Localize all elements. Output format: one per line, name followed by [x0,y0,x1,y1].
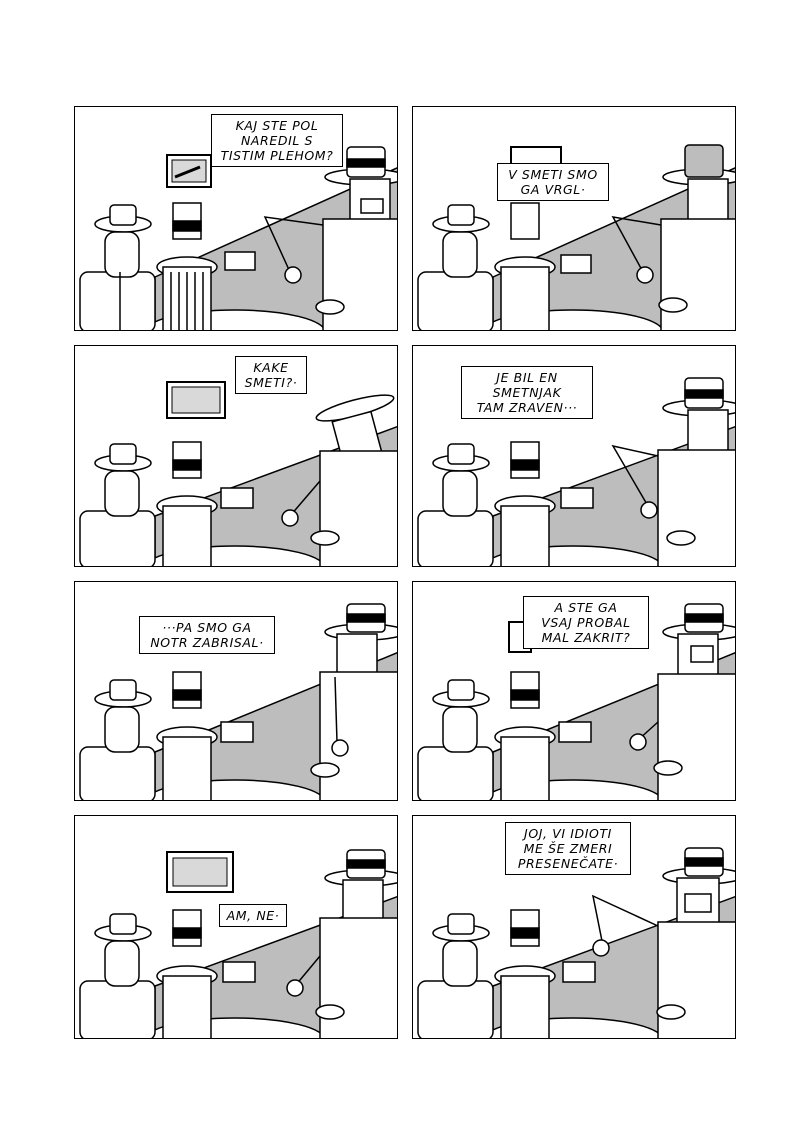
panel-2-artwork [417,144,735,330]
comic-panel-2: V SMETI SMO GA VRGL· [412,106,736,331]
comic-panel-6: A STE GA VSAJ PROBAL MAL ZAKRIT? [412,581,736,801]
panel-5-artwork [79,603,397,800]
panel-6-artwork [417,603,735,800]
speech-bubble-8: JOJ, VI IDIOTI ME ŠE ZMERI PRESENEČATE· [505,822,631,875]
comic-panel-3: KAKE SMETI?· [74,345,398,567]
comic-panel-5: ···PA SMO GA NOTR ZABRISAL· [74,581,398,801]
speech-bubble-4: JE BIL EN SMETNJAK TAM ZRAVEN··· [461,366,593,419]
robot-left [79,204,156,330]
panel-7-artwork [79,849,397,1038]
panel-4-artwork [417,377,735,566]
panel-8-artwork [417,847,735,1038]
speech-bubble-3: KAKE SMETI?· [235,356,307,394]
comic-panel-8: JOJ, VI IDIOTI ME ŠE ZMERI PRESENEČATE· [412,815,736,1039]
speech-bubble-1: KAJ STE POL NAREDIL S TISTIM PLEHOM? [211,114,343,167]
comic-panel-7: AM, NE· [74,815,398,1039]
comic-panel-1: KAJ STE POL NAREDIL S TISTIM PLEHOM? [74,106,398,331]
panel-3-artwork [79,381,397,566]
panel-1-artwork [79,146,397,330]
speech-bubble-5: ···PA SMO GA NOTR ZABRISAL· [139,616,275,654]
speech-bubble-6: A STE GA VSAJ PROBAL MAL ZAKRIT? [523,596,649,649]
comic-panel-4: JE BIL EN SMETNJAK TAM ZRAVEN··· [412,345,736,567]
robot-middle [156,202,218,330]
speech-bubble-7: AM, NE· [219,904,287,927]
robot-boss [263,146,397,330]
speech-bubble-2: V SMETI SMO GA VRGL· [497,163,609,201]
